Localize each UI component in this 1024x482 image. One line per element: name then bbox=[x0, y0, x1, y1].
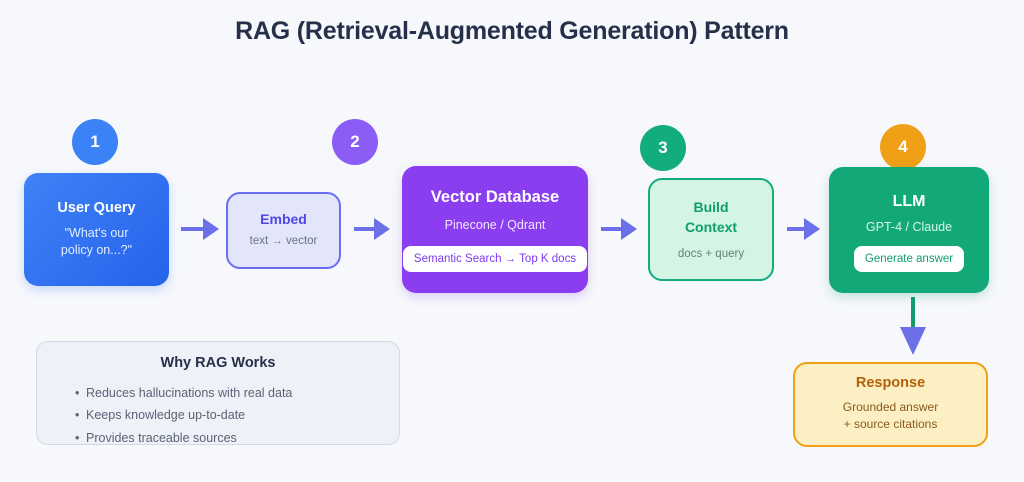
list-item: Reduces hallucinations with real data bbox=[75, 382, 379, 405]
node-llm-subtitle: GPT-4 / Claude bbox=[865, 220, 953, 235]
arrow-shaft bbox=[787, 227, 804, 231]
node-llm[interactable]: LLM GPT-4 / Claude Generate answer bbox=[829, 167, 989, 293]
node-vector-database-title: Vector Database bbox=[430, 188, 560, 206]
node-vector-database[interactable]: Vector Database Pinecone / Qdrant Semant… bbox=[402, 166, 588, 293]
node-user-query-subtitle: "What's our policy on...?" bbox=[61, 225, 132, 259]
arrow-shaft bbox=[181, 227, 203, 231]
node-user-query-subtitle-line1: "What's our bbox=[64, 226, 129, 241]
page-title: RAG (Retrieval-Augmented Generation) Pat… bbox=[235, 17, 789, 45]
node-user-query-subtitle-line2: policy on...?" bbox=[60, 243, 133, 258]
node-response-subtitle-line1: Grounded answer bbox=[842, 399, 939, 414]
arrow-head-icon bbox=[900, 327, 926, 355]
node-embed-subtitle: text → vector bbox=[249, 235, 318, 248]
node-llm-title: LLM bbox=[892, 193, 926, 210]
node-build-context-subtitle: docs + query bbox=[677, 247, 745, 260]
why-rag-works-title: Why RAG Works bbox=[160, 355, 276, 371]
arrow-shaft bbox=[911, 297, 915, 327]
node-response[interactable]: Response Grounded answer + source citati… bbox=[793, 362, 988, 447]
node-response-title: Response bbox=[855, 375, 926, 392]
arrow-shaft bbox=[601, 227, 621, 231]
arrow-embed-to-vector-database bbox=[354, 218, 390, 240]
arrow-head-icon bbox=[374, 218, 390, 240]
arrow-shaft bbox=[354, 227, 374, 231]
step-badge-3: 3 bbox=[640, 125, 686, 171]
arrow-vector-database-to-build-context bbox=[601, 218, 637, 240]
why-rag-works-list: Reduces hallucinations with real data Ke… bbox=[57, 382, 379, 449]
node-vector-database-subtitle: Pinecone / Qdrant bbox=[444, 217, 546, 232]
generate-answer-pill[interactable]: Generate answer bbox=[853, 246, 965, 273]
arrow-head-icon bbox=[203, 218, 219, 240]
node-user-query[interactable]: User Query "What's our policy on...?" bbox=[24, 173, 169, 286]
node-build-context-title-line2: Context bbox=[684, 219, 738, 236]
arrow-query-to-embed bbox=[181, 218, 219, 240]
node-embed-title: Embed bbox=[260, 211, 307, 228]
step-badge-1: 1 bbox=[72, 119, 118, 165]
node-response-subtitle-line2: + source citations bbox=[843, 417, 938, 432]
step-badge-2: 2 bbox=[332, 119, 378, 165]
why-rag-works-panel: Why RAG Works Reduces hallucinations wit… bbox=[36, 341, 400, 449]
node-build-context-title-line1: Build bbox=[693, 198, 729, 215]
arrow-head-icon bbox=[621, 218, 637, 240]
arrow-head-icon bbox=[804, 218, 820, 240]
node-build-context[interactable]: Build Context docs + query bbox=[648, 178, 774, 281]
list-item: Keeps knowledge up-to-date bbox=[75, 404, 379, 427]
arrow-llm-to-response bbox=[900, 297, 926, 355]
step-badge-4: 4 bbox=[880, 124, 926, 170]
arrow-build-context-to-llm bbox=[787, 218, 820, 240]
node-response-subtitle: Grounded answer + source citations bbox=[843, 399, 938, 434]
semantic-search-pill[interactable]: Semantic Search → Top K docs bbox=[402, 245, 588, 272]
node-user-query-title: User Query bbox=[57, 199, 136, 216]
node-build-context-title: Build Context bbox=[685, 197, 737, 238]
node-embed[interactable]: Embed text → vector bbox=[226, 192, 341, 269]
list-item: Provides traceable sources bbox=[75, 427, 379, 450]
